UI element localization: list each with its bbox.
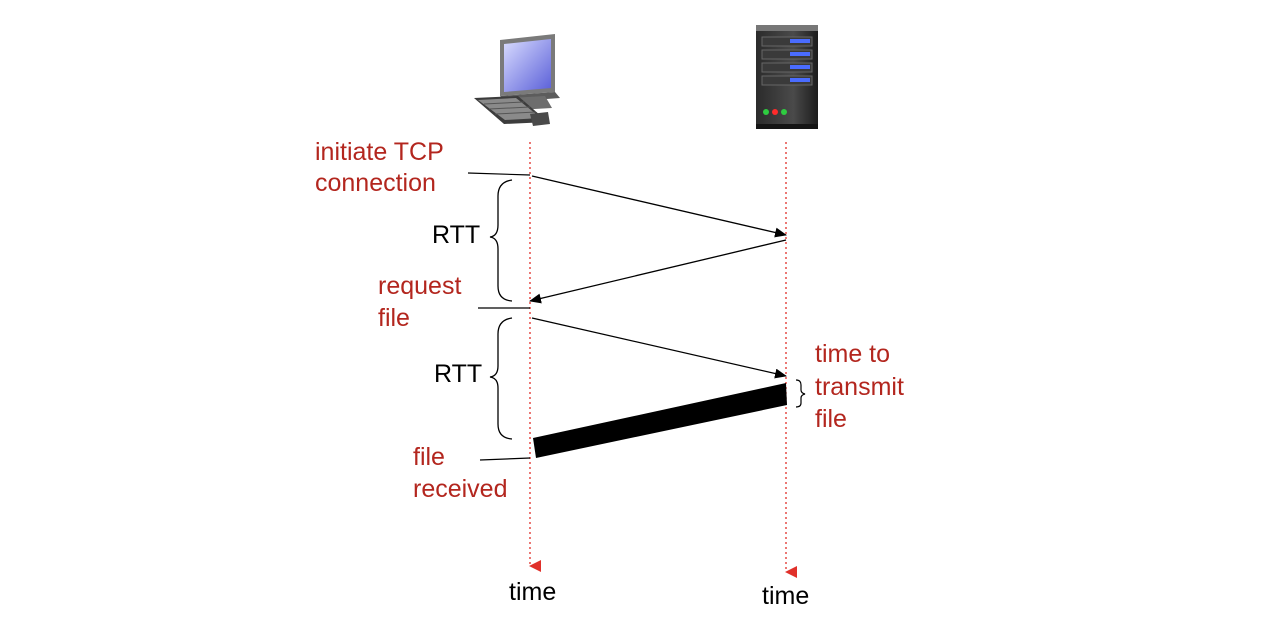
syn-arrow xyxy=(531,175,787,238)
rtt-label-2: RTT xyxy=(434,360,482,388)
server-time-label: time xyxy=(762,582,809,610)
transmit-brace xyxy=(795,379,806,408)
synack-arrow xyxy=(529,239,787,304)
rtt-label-1: RTT xyxy=(432,221,480,249)
received-leader-line xyxy=(479,457,531,461)
file-transfer-bar xyxy=(533,383,787,458)
rtt-brace-1 xyxy=(489,179,513,302)
transmit-label: time to transmit file xyxy=(815,340,911,433)
rtt-brace-2 xyxy=(489,317,513,440)
initiate-label: initiate TCP connection xyxy=(315,138,450,197)
desktop-computer-icon xyxy=(474,34,560,126)
server-tower-icon xyxy=(756,25,818,129)
initiate-leader-line xyxy=(467,172,531,176)
received-label: file received xyxy=(413,443,508,503)
request-label: request file xyxy=(378,272,468,332)
client-time-label: time xyxy=(509,578,556,606)
request-arrow xyxy=(531,317,787,379)
